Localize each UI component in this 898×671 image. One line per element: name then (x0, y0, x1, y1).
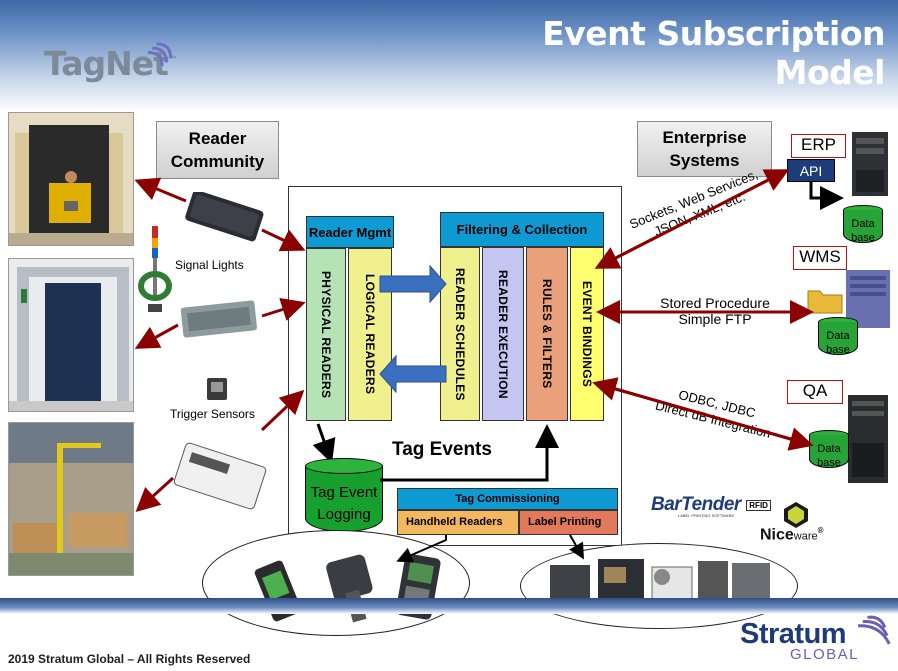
conveyor-photo (8, 422, 134, 576)
wms-database: Data base (818, 317, 858, 356)
reader-execution-label: READER EXECUTION (496, 269, 510, 399)
tagnet-logo: TagNet™ (44, 44, 178, 83)
wms-label: WMS (793, 246, 847, 270)
folder-icon (807, 290, 843, 314)
trigger-sensor-icon (207, 378, 227, 400)
erp-server-icon (852, 132, 888, 196)
header-band (0, 0, 898, 112)
reader-community-line2: Community (170, 152, 265, 171)
controller-device-icon (180, 300, 257, 338)
filtering-header: Filtering & Collection (440, 212, 604, 247)
bartender-logo-sub: LABEL PRINTING SOFTWARE (678, 513, 735, 518)
handheld-reader-device-icon (173, 442, 267, 510)
qa-server-icon (848, 395, 888, 483)
handheld-devices-icon (254, 553, 441, 623)
tagnet-logo-text: TagNet (44, 44, 169, 83)
niceware-icon (784, 502, 808, 528)
reader-mgmt-header: Reader Mgmt (306, 216, 394, 248)
erp-label: ERP (791, 134, 846, 158)
bartender-rfid-badge: RFID (746, 500, 771, 512)
niceware-logo-b: ware (793, 530, 818, 543)
signal-light-icon (138, 226, 172, 312)
bartender-logo: BarTender RFID (651, 494, 771, 520)
page-title: Event Subscription Model (542, 14, 885, 92)
trigger-sensors-label: Trigger Sensors (170, 407, 255, 421)
niceware-logo-a: Nice (760, 526, 794, 544)
wms-db-line2: base (826, 344, 850, 356)
rules-filters-label: RULES & FILTERS (540, 279, 554, 389)
event-bindings-column: EVENT BINDINGS (570, 247, 604, 421)
reader-execution-column: READER EXECUTION (482, 247, 524, 421)
tag-event-logging-db: Tag Event Logging (305, 458, 383, 532)
api-box: API (787, 159, 835, 182)
logging-line1: Tag Event (310, 484, 378, 501)
rfid-reader-icon (185, 192, 264, 242)
signal-lights-label: Signal Lights (175, 258, 244, 272)
reader-schedules-column: READER SCHEDULES (440, 247, 480, 421)
tag-events-label: Tag Events (392, 439, 492, 460)
handheld-readers-box: Handheld Readers (397, 510, 519, 535)
stratum-logo-sub: GLOBAL (790, 646, 860, 663)
reader-schedules-label: READER SCHEDULES (453, 267, 467, 401)
logical-readers-column: LOGICAL READERS (348, 248, 392, 421)
wms-connection-line2: Simple FTP (678, 311, 752, 327)
stratum-logo: Stratum (740, 618, 847, 650)
erp-connection-label: Sockets, Web Services, JSON, XML, etc. (617, 162, 788, 278)
enterprise-systems-line2: Systems (669, 151, 740, 170)
logging-line2: Logging (317, 506, 371, 523)
reader-community-line1: Reader (188, 129, 247, 148)
bartender-logo-text: BarTender (651, 494, 741, 515)
signal-waves-icon (148, 42, 173, 66)
event-bindings-label: EVENT BINDINGS (580, 280, 594, 388)
qa-db-line1: Data (817, 443, 841, 455)
niceware-logo-reg: ® (817, 526, 824, 535)
gate-photo (8, 258, 134, 412)
wms-server-icon (846, 270, 890, 328)
physical-readers-column: PHYSICAL READERS (306, 248, 346, 421)
wms-connection-label: Stored Procedure Simple FTP (645, 295, 785, 327)
copyright-text: 2019 Stratum Global – All Rights Reserve… (8, 652, 251, 666)
label-printing-box: Label Printing (519, 510, 618, 535)
erp-db-line1: Data (851, 218, 875, 230)
footer-band (0, 598, 898, 614)
erp-db-line2: base (851, 232, 875, 244)
qa-database: Data base (809, 430, 849, 469)
tagnet-logo-tm: ™ (167, 55, 178, 66)
stratum-waves-icon (858, 615, 891, 645)
wms-connection-line1: Stored Procedure (660, 295, 770, 311)
tag-commissioning-header: Tag Commissioning (397, 488, 618, 510)
physical-readers-label: PHYSICAL READERS (319, 270, 333, 399)
qa-connection-label: ODBC, JDBC Direct dB Integration (638, 378, 791, 445)
qa-label: QA (787, 380, 843, 404)
erp-database: Data base (843, 205, 883, 244)
forklift-photo (8, 112, 134, 246)
enterprise-systems-line1: Enterprise (662, 128, 747, 147)
logical-readers-label: LOGICAL READERS (363, 274, 377, 395)
rules-filters-column: RULES & FILTERS (526, 247, 568, 421)
qa-db-line2: base (817, 457, 841, 469)
wms-db-line1: Data (826, 330, 850, 342)
niceware-logo: Niceware® (760, 526, 824, 544)
